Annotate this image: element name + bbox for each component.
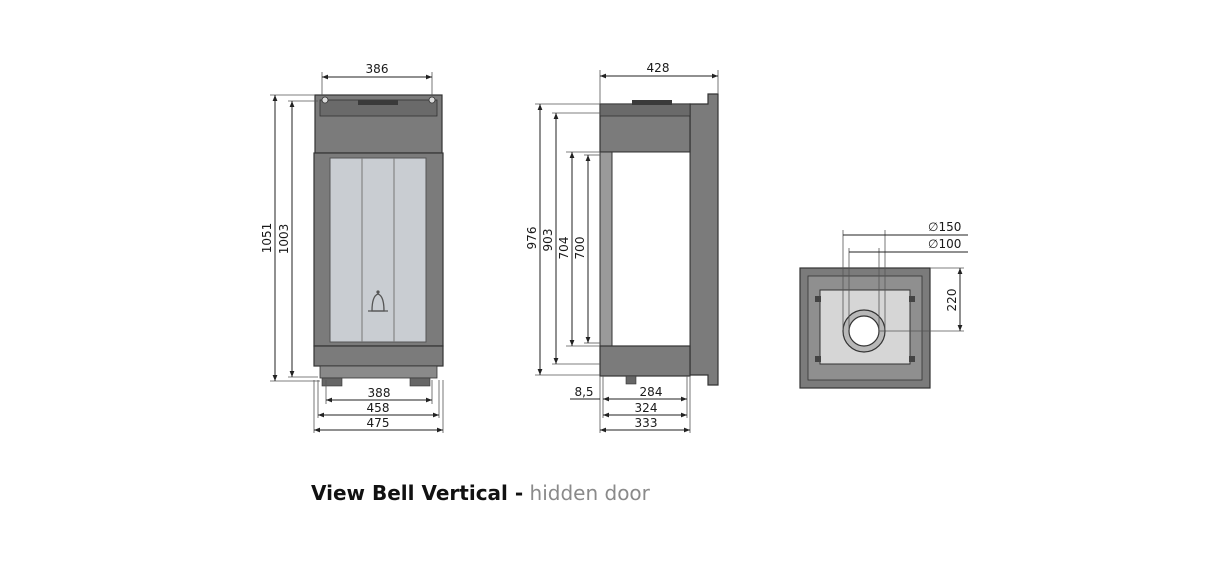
dim-388: 388 (368, 386, 391, 400)
dim-700: 700 (573, 237, 587, 260)
side-base (599, 345, 691, 377)
dim-220: 220 (945, 289, 959, 312)
caption: View Bell Vertical - hidden door (311, 481, 650, 505)
dim-386: 386 (366, 62, 389, 76)
dim-dia-150: ∅150 (928, 220, 961, 234)
dim-1003: 1003 (277, 224, 291, 255)
dim-dia-100: ∅100 (928, 237, 961, 251)
side-view: 428 976 903 704 700 8,5 284 324 333 (525, 61, 719, 433)
dim-428: 428 (647, 61, 670, 75)
front-base (313, 345, 444, 367)
front-glass (329, 157, 427, 343)
top-view: ∅150 ∅100 220 (799, 220, 968, 389)
dim-903: 903 (541, 229, 555, 252)
side-back (689, 93, 719, 386)
dim-8-5: 8,5 (574, 385, 593, 399)
side-glass (611, 151, 691, 347)
bell-icon (368, 290, 388, 312)
dim-324: 324 (635, 401, 658, 415)
caption-subtitle: hidden door (529, 481, 650, 505)
dim-976: 976 (525, 227, 539, 250)
dim-284: 284 (640, 385, 663, 399)
dim-1051: 1051 (260, 223, 274, 254)
caption-title: View Bell Vertical - (311, 481, 524, 505)
dim-333: 333 (635, 416, 658, 430)
dim-704: 704 (557, 237, 571, 260)
dim-458: 458 (367, 401, 390, 415)
dim-475: 475 (367, 416, 390, 430)
front-view: 386 1051 1003 388 458 475 (260, 62, 444, 433)
flue-inner-circle (848, 315, 880, 347)
